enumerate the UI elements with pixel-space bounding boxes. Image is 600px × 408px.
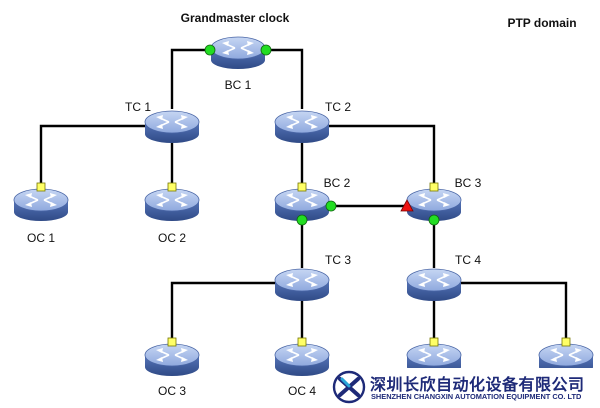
company-name-en: SHENZHEN CHANGXIN AUTOMATION EQUIPMENT C… bbox=[371, 392, 582, 401]
node-label-oc4: OC 4 bbox=[288, 384, 316, 398]
master-port-icon bbox=[204, 44, 216, 56]
node-label-tc4: TC 4 bbox=[455, 253, 481, 267]
node-label-oc1: OC 1 bbox=[27, 231, 55, 245]
slave-port-icon bbox=[429, 337, 439, 347]
slave-port-icon bbox=[167, 182, 177, 192]
switch-icon-tc3 bbox=[274, 268, 330, 302]
company-logo-icon bbox=[332, 370, 366, 404]
slave-port-icon bbox=[561, 337, 571, 347]
link-bc1-tc1 bbox=[170, 48, 210, 109]
slave-port-icon bbox=[297, 182, 307, 192]
passive-port-icon bbox=[400, 199, 414, 212]
link-tc1-oc1 bbox=[39, 124, 146, 187]
grandmaster-clock-label: Grandmaster clock bbox=[181, 11, 290, 25]
switch-icon-oc1 bbox=[13, 188, 69, 222]
link-tc2-bc3 bbox=[328, 124, 436, 187]
master-port-icon bbox=[296, 214, 308, 226]
node-label-bc3: BC 3 bbox=[455, 176, 482, 190]
ports-layer bbox=[36, 44, 571, 347]
node-label-bc2: BC 2 bbox=[324, 176, 351, 190]
switch-icon-bc1 bbox=[210, 36, 266, 70]
master-port-icon bbox=[325, 200, 337, 212]
slave-port-icon bbox=[167, 337, 177, 347]
switch-icon-oc3 bbox=[144, 343, 200, 377]
switch-icon-oc2 bbox=[144, 188, 200, 222]
slave-port-icon bbox=[297, 337, 307, 347]
node-label-oc3: OC 3 bbox=[158, 384, 186, 398]
link-tc3-oc3 bbox=[170, 281, 276, 342]
slave-port-icon bbox=[429, 182, 439, 192]
labels-layer: Grandmaster clock PTP domain BC 1 TC 1 T… bbox=[27, 11, 577, 398]
switch-icon-tc1 bbox=[144, 110, 200, 144]
link-bc1-tc2 bbox=[266, 48, 304, 109]
master-port-icon bbox=[428, 214, 440, 226]
node-label-tc3: TC 3 bbox=[325, 253, 351, 267]
node-label-tc1: TC 1 bbox=[125, 100, 151, 114]
ptp-domain-label: PTP domain bbox=[507, 16, 576, 30]
company-name-cn: 深圳长欣自动化设备有限公司 bbox=[370, 375, 585, 394]
links-layer bbox=[39, 48, 568, 342]
master-port-icon bbox=[260, 44, 272, 56]
link-tc4-oc6 bbox=[460, 281, 568, 342]
node-label-tc2: TC 2 bbox=[325, 100, 351, 114]
slave-port-icon bbox=[36, 182, 46, 192]
node-label-bc1: BC 1 bbox=[225, 78, 252, 92]
company-watermark: 深圳长欣自动化设备有限公司 SHENZHEN CHANGXIN AUTOMATI… bbox=[330, 368, 600, 408]
switch-icon-tc2 bbox=[274, 110, 330, 144]
node-label-oc2: OC 2 bbox=[158, 231, 186, 245]
devices-layer bbox=[13, 36, 594, 377]
switch-icon-tc4 bbox=[406, 268, 462, 302]
switch-icon-oc4 bbox=[274, 343, 330, 377]
